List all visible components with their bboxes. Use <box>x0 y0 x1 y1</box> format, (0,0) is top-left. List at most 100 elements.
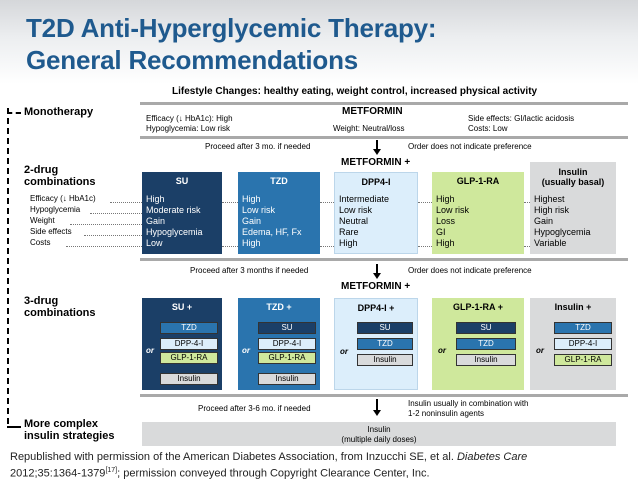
three-drug-label-1: 3-drug <box>24 295 59 307</box>
su-hypoglycemia: Moderate risk <box>146 205 201 215</box>
complex-insulin-box: Insulin (multiple daily doses) <box>142 422 616 446</box>
step3-proceed: Proceed after 3-6 mo. if needed <box>198 404 311 413</box>
dpp4-weight: Neutral <box>339 216 369 226</box>
step1-proceed: Proceed after 3 mo. if needed <box>205 142 311 151</box>
tzd-hypoglycemia: Low risk <box>242 205 276 215</box>
citation-part2: 2012;35:1364-1379 <box>10 467 106 480</box>
glp1-weight: Loss <box>436 216 456 226</box>
metformin-mono: METFORMIN <box>342 106 403 117</box>
complex-label-1: More complex <box>24 418 98 430</box>
insulin-efficacy: Highest <box>534 194 565 204</box>
citation: Republished with permission of the Ameri… <box>10 450 635 481</box>
citation-part3: ; permission conveyed through Copyright … <box>117 467 430 480</box>
glp1-costs: High <box>436 238 455 248</box>
mono-efficacy: Efficacy (↓ HbA1c): High <box>146 114 233 123</box>
page-title-line2: General Recommendations <box>26 45 359 75</box>
column-glp1: GLP-1-RA High Low risk Loss GI High <box>432 172 524 254</box>
dot-gap-3a <box>418 202 432 203</box>
step3-insulin-2: 1-2 noninsulin agents <box>408 409 485 418</box>
dpp4-plus-tzd: TZD <box>357 338 413 350</box>
two-drug-label-1: 2-drug <box>24 164 59 176</box>
su-efficacy: High <box>146 194 165 204</box>
glp1-plus-insulin: Insulin <box>456 354 516 366</box>
column-dpp4-header: DPP4-I <box>361 177 391 187</box>
row-label-hypoglycemia: Hypoglycemia <box>30 205 81 214</box>
arrow1-shaft <box>376 140 378 150</box>
insulin-plus-dpp4: DPP-4-I <box>554 338 612 350</box>
column-dpp4: DPP4-I Intermediate Low risk Neutral Rar… <box>334 172 418 254</box>
dot-row-1 <box>90 213 142 214</box>
step2-proceed: Proceed after 3 months if needed <box>190 266 309 275</box>
flow-line <box>7 108 9 424</box>
dpp4-plus-su: SU <box>357 322 413 334</box>
tzd-plus-or: or <box>242 346 250 355</box>
row-label-efficacy: Efficacy (↓ HbA1c) <box>30 194 96 203</box>
insulin-plus-tzd: TZD <box>554 322 612 334</box>
dot-gap-3b <box>418 246 432 247</box>
insulin-weight: Gain <box>534 216 554 226</box>
column-tzd: TZD High Low risk Gain Edema, HF, Fx Hig… <box>238 172 320 254</box>
metformin-plus-2: METFORMIN + <box>341 157 411 168</box>
dot-gap-1a <box>222 202 238 203</box>
separator-top <box>140 102 628 105</box>
tzd-plus-glp1: GLP-1-RA <box>258 352 316 364</box>
box-tzd-plus-title: TZD + <box>266 302 292 312</box>
tzd-plus-dpp4: DPP-4-I <box>258 338 316 350</box>
dot-gap-1b <box>222 246 238 247</box>
complex-label-2: insulin strategies <box>24 430 115 442</box>
column-glp1-header: GLP-1-RA <box>456 176 500 186</box>
dot-gap-4b <box>524 246 530 247</box>
flow-tick-complex <box>7 426 21 428</box>
row-label-costs: Costs <box>30 238 51 247</box>
arrow3-head <box>373 410 381 416</box>
su-plus-tzd: TZD <box>160 322 218 334</box>
su-side-effects: Hypoglycemia <box>146 227 203 237</box>
box-insulin-plus-title: Insulin + <box>554 302 592 312</box>
tzd-efficacy: High <box>242 194 261 204</box>
title-bar <box>0 0 638 84</box>
arrow2-head <box>373 273 381 279</box>
mono-costs: Costs: Low <box>468 124 508 133</box>
dot-gap-4a <box>524 202 530 203</box>
glp1-plus-su: SU <box>456 322 516 334</box>
tzd-side-effects: Edema, HF, Fx <box>242 227 302 237</box>
flow-tick-mono <box>7 112 21 114</box>
glp1-plus-tzd: TZD <box>456 338 516 350</box>
column-insulin-header-1: Insulin <box>558 167 588 177</box>
step1-order: Order does not indicate preference <box>408 142 532 151</box>
row-label-weight: Weight <box>30 216 55 225</box>
insulin-plus-glp1: GLP-1-RA <box>554 354 612 366</box>
su-weight: Gain <box>146 216 166 226</box>
glp1-plus-or: or <box>438 346 446 355</box>
dot-row-4 <box>66 246 142 247</box>
dpp4-side-effects: Rare <box>339 227 359 237</box>
box-tzd-plus: TZD + SU or DPP-4-I GLP-1-RA Insulin <box>238 298 320 390</box>
box-su-plus-title: SU + <box>171 302 193 312</box>
insulin-costs: Variable <box>534 238 567 248</box>
separator-mono <box>140 136 628 139</box>
insulin-side-effects: Hypoglycemia <box>534 227 591 237</box>
two-drug-label-2: combinations <box>24 176 96 188</box>
column-tzd-header: TZD <box>270 176 288 186</box>
glp1-efficacy: High <box>436 194 455 204</box>
box-dpp4-plus: DPP4-I + SU or TZD Insulin <box>334 298 418 390</box>
dpp4-efficacy: Intermediate <box>339 194 390 204</box>
monotherapy-label: Monotherapy <box>24 106 94 118</box>
mono-hypoglycemia: Hypoglycemia: Low risk <box>146 124 231 133</box>
su-plus-glp1: GLP-1-RA <box>160 352 218 364</box>
lifestyle-text: Lifestyle Changes: healthy eating, weigh… <box>172 86 538 97</box>
column-insulin-header-2: (usually basal) <box>541 177 605 187</box>
dot-gap-2b <box>320 246 334 247</box>
box-glp1-plus-title: GLP-1-RA + <box>453 302 503 312</box>
su-plus-dpp4: DPP-4-I <box>160 338 218 350</box>
dpp4-costs: High <box>339 238 358 248</box>
citation-ref: [17] <box>105 467 118 474</box>
dot-row-0 <box>110 202 142 203</box>
three-drug-label-2: combinations <box>24 307 96 319</box>
arrow1-head <box>373 149 381 155</box>
complex-box-line1: Insulin <box>367 425 391 434</box>
row-label-side-effects: Side effects <box>30 227 72 236</box>
mono-side-effects: Side effects: GI/lactic acidosis <box>468 114 575 123</box>
arrow2-shaft <box>376 264 378 274</box>
mono-weight: Weight: Neutral/loss <box>333 124 405 133</box>
